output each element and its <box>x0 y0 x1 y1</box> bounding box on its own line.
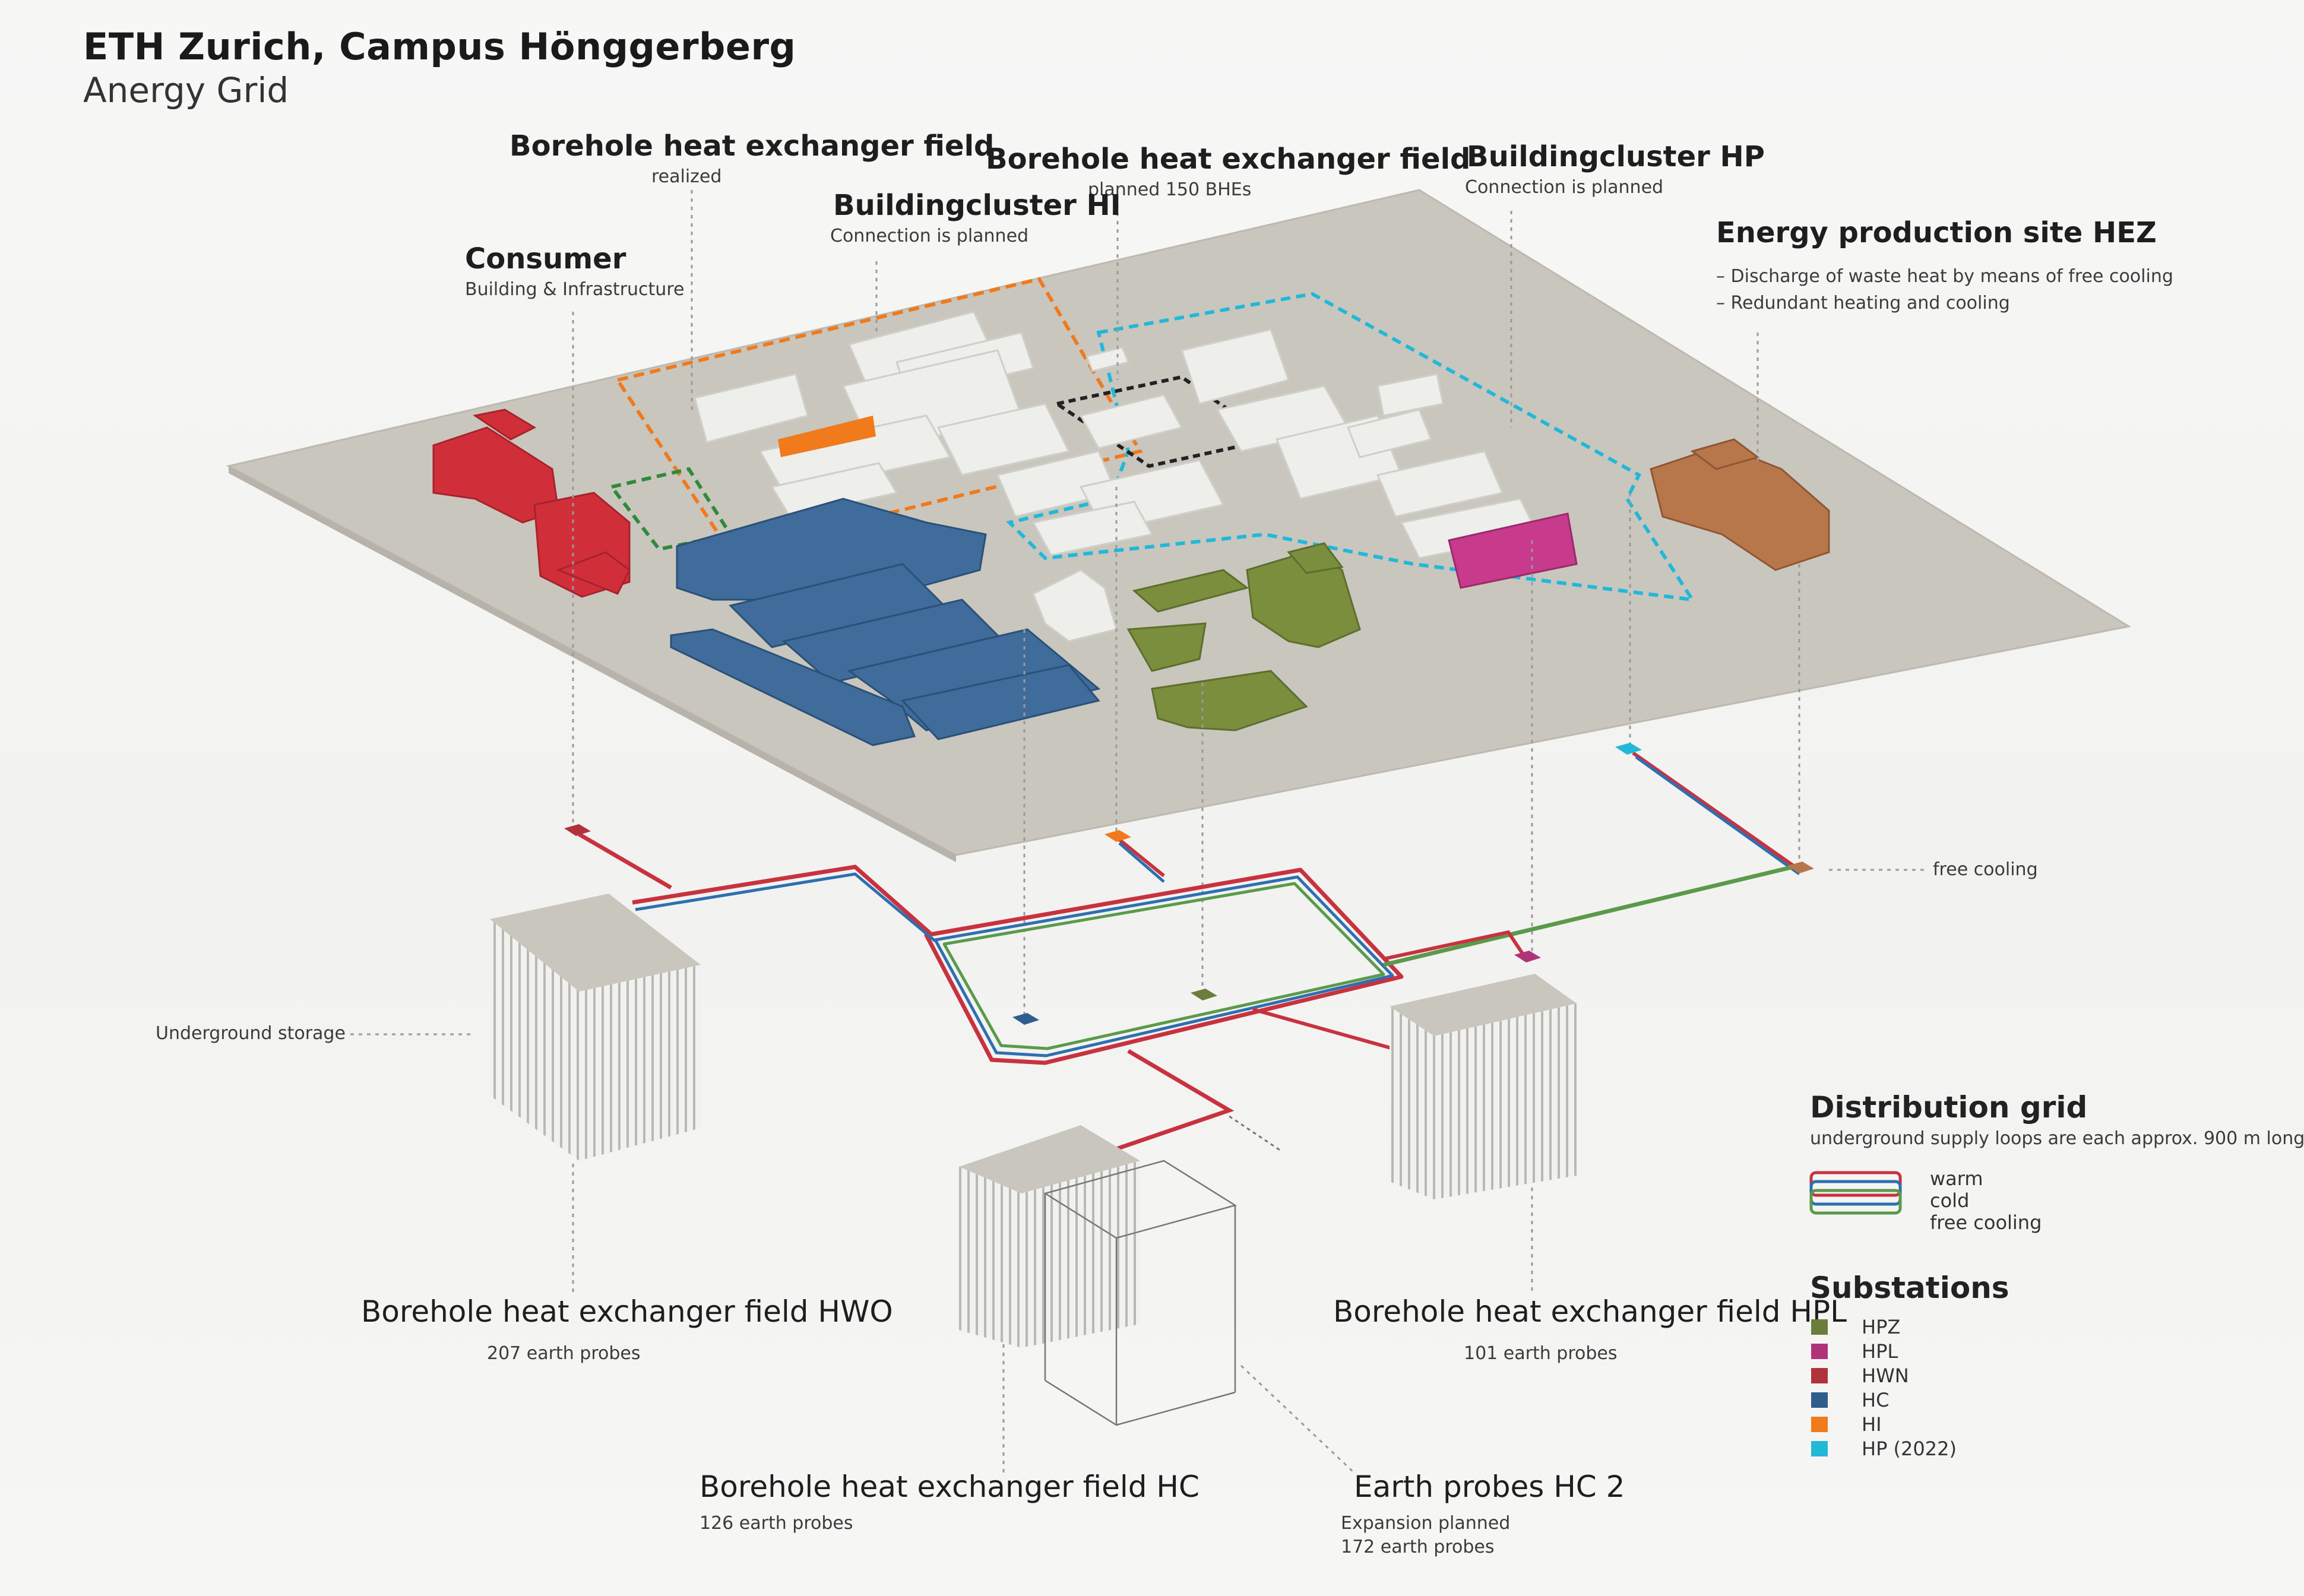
substation-markers <box>564 743 1814 1025</box>
legend-grid-sub: underground supply loops are each approx… <box>1810 1128 2304 1149</box>
hi-building <box>778 416 876 457</box>
consumer-title: Consumer <box>465 242 626 276</box>
distribution-loop <box>924 867 1404 1065</box>
hc2-sub-1: Expansion planned <box>1341 1513 1511 1534</box>
page-title: ETH Zurich, Campus Hönggerberg <box>83 25 796 68</box>
cluster-hp-sub: Connection is planned <box>1465 177 1664 198</box>
swatch-hi <box>1811 1417 1828 1432</box>
hez-title: Energy production site HEZ <box>1716 216 2157 249</box>
legend-hwn: HWN <box>1862 1364 1909 1387</box>
bhe-realized-sub: realized <box>651 166 722 187</box>
leader-lines <box>350 190 1924 1474</box>
cluster-hi-title: Buildingcluster HI <box>833 189 1121 222</box>
consumer-sub: Building & Infrastructure <box>465 279 685 300</box>
hc2-sub-2: 172 earth probes <box>1341 1537 1495 1557</box>
cluster-hi-outline <box>615 277 1143 555</box>
bhe-planned-title: Borehole heat exchanger field <box>986 142 1471 176</box>
hpl-title: Borehole heat exchanger field HPL <box>1333 1294 1847 1329</box>
bhe-field-hwo <box>490 894 701 1161</box>
legend-hp-2022: HP (2022) <box>1862 1437 1957 1460</box>
bhe-realized-title: Borehole heat exchanger field <box>509 129 995 163</box>
swatch-hpz <box>1811 1319 1828 1335</box>
hc-title: Borehole heat exchanger field HC <box>700 1470 1200 1504</box>
campus-buildings <box>694 311 1540 642</box>
legend-hpz: HPZ <box>1862 1316 1901 1338</box>
bhe-field-hc <box>959 1125 1140 1348</box>
hwn-buildings <box>432 408 631 598</box>
legend-hi: HI <box>1862 1413 1882 1436</box>
legend-free-cooling-label: free cooling <box>1930 1211 2042 1234</box>
legend-grid-title: Distribution grid <box>1810 1090 2088 1125</box>
cluster-hp-outline <box>1006 292 1697 602</box>
legend-hpl: HPL <box>1862 1340 1898 1363</box>
hc2-title: Earth probes HC 2 <box>1354 1470 1625 1504</box>
hez-bullet-2: – Redundant heating and cooling <box>1716 293 2010 314</box>
cluster-hi-sub: Connection is planned <box>830 226 1029 246</box>
earth-probes-hc2-box <box>1043 1160 1238 1426</box>
bhe-planned-outline <box>1052 375 1276 468</box>
legend-cold-label: cold <box>1930 1189 1970 1212</box>
hc-sub: 126 earth probes <box>700 1513 853 1534</box>
swatch-hpl <box>1811 1344 1828 1359</box>
swatch-hp-2022 <box>1811 1441 1828 1456</box>
legend-grid-lines <box>1809 1171 1902 1215</box>
hpz-buildings <box>1126 542 1361 732</box>
terrain-shadow <box>229 466 956 862</box>
swatch-hc <box>1811 1392 1828 1408</box>
free-cooling-label: free cooling <box>1933 859 2038 880</box>
pipe-branches <box>578 751 1800 1153</box>
bhe-planned-sub: planned 150 BHEs <box>1088 179 1252 200</box>
hez-bullet-1: – Discharge of waste heat by means of fr… <box>1716 266 2173 287</box>
legend-hc: HC <box>1862 1389 1890 1411</box>
hwo-sub: 207 earth probes <box>487 1343 641 1364</box>
swatch-hwn <box>1811 1368 1828 1383</box>
bhe-field-hpl <box>1390 974 1577 1199</box>
legend-substations-title: Substations <box>1810 1271 2009 1305</box>
hpl-building <box>1448 512 1578 589</box>
page-subtitle: Anergy Grid <box>83 70 289 110</box>
hwo-title: Borehole heat exchanger field HWO <box>361 1294 893 1329</box>
underground-storage-label: Underground storage <box>156 1023 346 1044</box>
hc-buildings <box>670 498 1101 746</box>
legend-warm-label: warm <box>1930 1167 1983 1190</box>
hpl-sub: 101 earth probes <box>1464 1343 1618 1364</box>
cluster-hp-title: Buildingcluster HP <box>1467 140 1765 173</box>
